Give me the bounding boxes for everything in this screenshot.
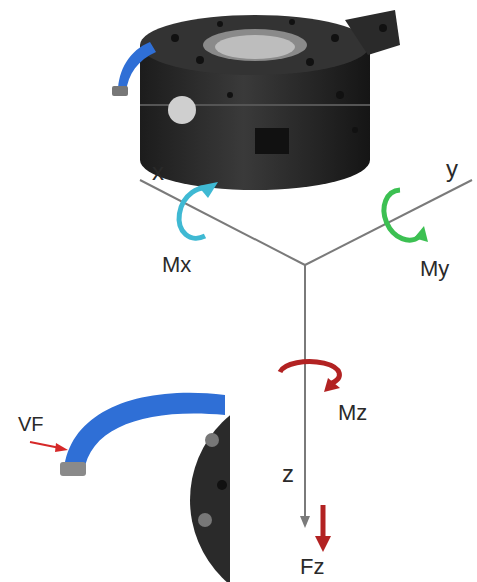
axis-label: x [152, 160, 164, 184]
axis-label: y [446, 157, 458, 181]
force-arrow [30, 442, 68, 452]
axis-head [300, 516, 310, 528]
axis-label: Mx [162, 254, 191, 276]
moment-arrow [179, 182, 218, 238]
axis-label: VF [18, 414, 44, 434]
axis-label: Fz [300, 556, 324, 578]
axis-label: z [282, 462, 294, 486]
force-arrow [315, 505, 331, 552]
device [112, 10, 400, 190]
axis-label: My [420, 258, 449, 280]
moment-arrow [280, 362, 340, 392]
moment-arrow [384, 190, 428, 242]
axis-label: Mz [338, 402, 367, 424]
axes [140, 180, 472, 520]
inset [60, 390, 230, 582]
